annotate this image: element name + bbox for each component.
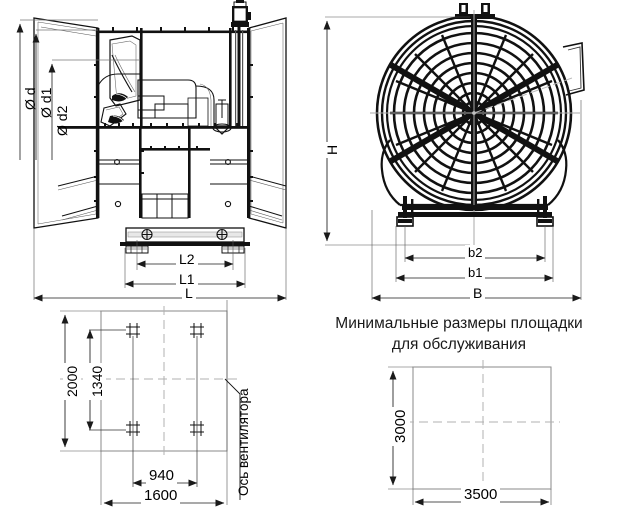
view-front-elevation — [16, 0, 287, 302]
service-center-lines — [405, 360, 560, 496]
service-area-title-line2: для обслуживания — [391, 336, 527, 353]
dim-label-diameter-d2: Ø d2 — [54, 105, 70, 136]
dim-label-2000: 2000 — [63, 362, 81, 400]
dim-label-3500: 3500 — [461, 486, 501, 503]
dim-label-1600: 1600 — [141, 487, 181, 504]
dim-label-L2: L2 — [176, 251, 198, 267]
damper-handwheel — [212, 99, 232, 135]
fan-casing — [58, 27, 253, 219]
diameter-dim-lines — [16, 23, 56, 160]
dim-label-b1: b1 — [465, 265, 486, 280]
dim-label-940: 940 — [146, 467, 178, 484]
dim-label-H: H — [322, 141, 342, 158]
fan-axis-leader — [224, 378, 241, 500]
impeller-assembly — [97, 35, 215, 127]
dim-label-diameter-d1: Ø d1 — [38, 87, 54, 118]
dim-label-diameter-d: Ø d — [22, 87, 38, 110]
dim-label-L1: L1 — [176, 271, 198, 287]
diameter-extension-lines — [20, 19, 140, 61]
service-area-title-line1: Минимальные размеры площадки — [335, 315, 583, 332]
drive-motor — [231, 0, 251, 126]
dim-label-1340: 1340 — [88, 362, 106, 400]
annotation-fan-axis: Ось вентилятора — [236, 388, 251, 497]
dim-label-B: B — [470, 285, 486, 301]
dim-label-3000: 3000 — [391, 406, 410, 446]
dim-label-L: L — [182, 285, 196, 301]
dim-label-b2: b2 — [465, 245, 486, 260]
center-lines — [370, 10, 580, 252]
